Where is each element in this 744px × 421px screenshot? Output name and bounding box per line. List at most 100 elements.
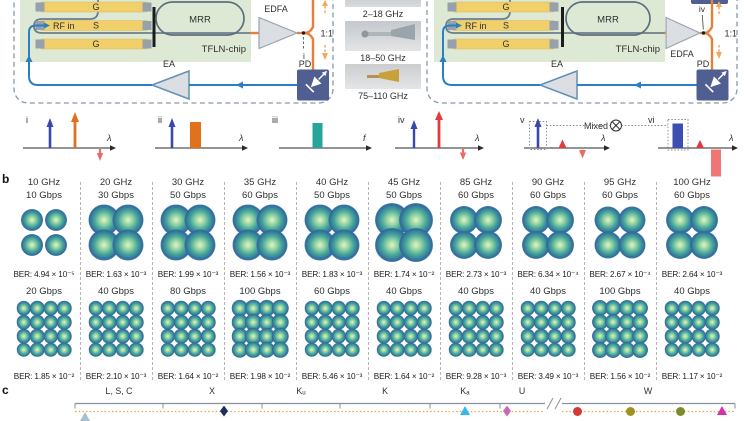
constellation-blob bbox=[201, 314, 216, 330]
constellation-blob bbox=[533, 342, 549, 357]
constellation-blob bbox=[403, 328, 419, 344]
spectrum-ii: ii λ bbox=[155, 115, 248, 151]
constellation-blob bbox=[258, 341, 276, 358]
svg-text:iii: iii bbox=[272, 115, 278, 125]
constellation-16qam bbox=[591, 300, 649, 358]
left-chip-label: TFLN-chip bbox=[202, 44, 246, 55]
right-ea-label: EA bbox=[551, 59, 563, 69]
marker-triangle bbox=[717, 406, 727, 415]
right-edfa-amplifier bbox=[665, 16, 702, 50]
rate-label: 50 Gbps bbox=[170, 190, 206, 201]
constellation-blob bbox=[448, 342, 463, 357]
ber-label: BER: 1.85 × 10⁻² bbox=[13, 372, 75, 381]
constellation-blob bbox=[328, 229, 360, 261]
constellation-blob bbox=[461, 314, 477, 330]
column-separator bbox=[439, 182, 441, 380]
small-signal-down bbox=[579, 150, 586, 159]
constellation-blob bbox=[331, 314, 347, 330]
left-node-marker: i bbox=[303, 51, 305, 61]
constellation-blob bbox=[474, 230, 503, 259]
antenna-photo-75-110 bbox=[345, 64, 421, 89]
right-electrode-g-bottom: G bbox=[502, 39, 509, 49]
constellation-qpsk bbox=[232, 204, 288, 261]
right-rf-arrow-icon bbox=[456, 22, 462, 29]
freq-label: 45 GHz bbox=[387, 177, 421, 188]
constellation-blob bbox=[29, 314, 45, 330]
freq-label: 20 GHz bbox=[99, 177, 133, 188]
constellation-blob bbox=[605, 314, 622, 330]
constellation-blob bbox=[187, 328, 203, 344]
freq-label: 95 GHz bbox=[603, 177, 637, 188]
constellation-blob bbox=[187, 342, 203, 357]
spectrum-iii: iii f bbox=[272, 115, 372, 151]
ber-label: BER: 2.73 × 10⁻³ bbox=[445, 270, 507, 279]
constellation-blob bbox=[664, 342, 679, 357]
rate-label: 100 Gbps bbox=[239, 286, 281, 297]
constellation-blob bbox=[173, 342, 189, 357]
constellation-blob bbox=[16, 314, 31, 330]
constellation-blob bbox=[690, 206, 719, 235]
constellation-blob bbox=[187, 314, 203, 330]
spectrum-vi: vi λ bbox=[648, 115, 738, 177]
constellation-blob bbox=[461, 342, 477, 357]
constellation-blob bbox=[57, 342, 72, 357]
constellation-blob bbox=[448, 328, 463, 344]
constellation-blob bbox=[304, 301, 319, 316]
constellation-blob bbox=[618, 341, 635, 358]
lambda-axis-label: λ bbox=[238, 133, 243, 143]
constellation-blob bbox=[403, 301, 419, 316]
constellation-blob bbox=[244, 313, 262, 331]
filter-window-box bbox=[667, 119, 689, 151]
constellation-16qam bbox=[16, 301, 72, 357]
constellation-blob bbox=[272, 327, 289, 345]
left-transmitter-schematic: G S G MRR TFLN-chip EDFA i 1:1 PD bbox=[13, 0, 334, 104]
constellation-blob bbox=[45, 209, 68, 232]
spectral-diagrams: i λ ii λ iii f iv λ v bbox=[23, 111, 738, 177]
ber-label: BER: 4.94 × 10⁻⁵ bbox=[13, 270, 75, 279]
constellation-blob bbox=[475, 301, 491, 316]
constellation-blob bbox=[594, 206, 622, 234]
ber-label: BER: 2.10 × 10⁻³ bbox=[85, 372, 147, 381]
svg-text:v: v bbox=[520, 115, 525, 125]
constellation-blob bbox=[29, 301, 45, 316]
constellation-16qam bbox=[448, 301, 504, 357]
constellation-blob bbox=[521, 206, 550, 235]
constellation-blob bbox=[115, 342, 131, 357]
constellation-blob bbox=[88, 328, 103, 344]
constellation-blob bbox=[449, 206, 478, 235]
ber-label: BER: 5.46 × 10⁻³ bbox=[301, 372, 363, 381]
constellation-blob bbox=[399, 227, 434, 262]
filtered-band bbox=[672, 123, 683, 148]
rate-label: 10 Gbps bbox=[26, 190, 62, 201]
constellation-qpsk bbox=[521, 205, 576, 260]
constellation-blob bbox=[376, 301, 391, 316]
constellation-blob bbox=[101, 328, 117, 344]
constellation-blob bbox=[489, 328, 504, 344]
constellation-blob bbox=[533, 328, 549, 344]
constellation-blob bbox=[112, 229, 144, 261]
constellation-blob bbox=[258, 327, 276, 345]
constellation-blob bbox=[417, 314, 432, 330]
constellation-blob bbox=[546, 206, 575, 235]
constellation-blob bbox=[389, 301, 405, 316]
constellation-blob bbox=[520, 301, 535, 316]
small-signal-up bbox=[558, 139, 567, 148]
constellation-blob bbox=[389, 342, 405, 357]
constellation-blob bbox=[547, 301, 563, 316]
column-separator bbox=[655, 182, 657, 380]
constellation-blob bbox=[272, 313, 289, 331]
svg-text:vi: vi bbox=[648, 115, 655, 125]
rate-label: 60 Gbps bbox=[242, 190, 278, 201]
spectrum-i: i λ bbox=[23, 112, 116, 161]
constellation-blob bbox=[403, 342, 419, 357]
left-mrr-label: MRR bbox=[189, 15, 211, 26]
up-arrow-icon bbox=[716, 1, 722, 14]
right-electrode-s: S bbox=[503, 21, 509, 31]
ber-label: BER: 1.99 × 10⁻³ bbox=[157, 270, 219, 279]
constellation-qpsk bbox=[160, 204, 216, 261]
